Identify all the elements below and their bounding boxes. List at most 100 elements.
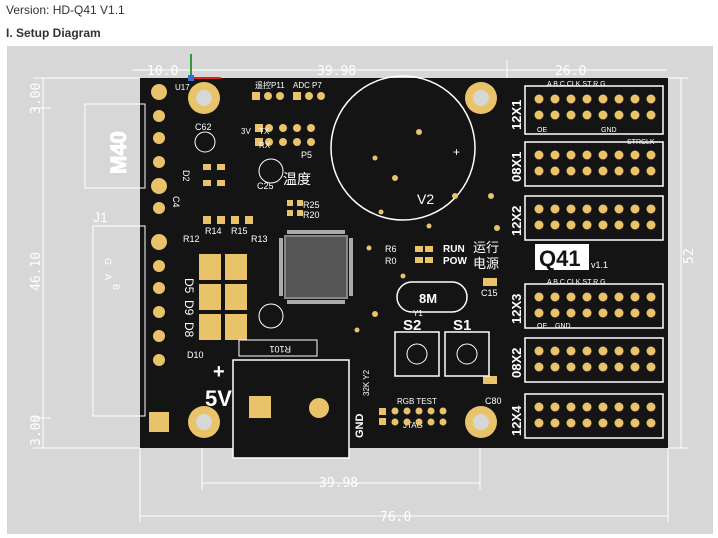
hub-pin [646, 292, 656, 302]
hub-pin [582, 292, 592, 302]
d8-label: D8 [182, 322, 196, 338]
hub-pin [566, 418, 576, 428]
smd-components [203, 164, 497, 384]
r25-label: R25 [303, 200, 320, 210]
hub-pin [646, 204, 656, 214]
hub-pin [550, 418, 560, 428]
hub-pin [646, 150, 656, 160]
jtag-pins [379, 407, 447, 426]
hub-pin [614, 110, 624, 120]
hub-pin [566, 402, 576, 412]
hub-pin [646, 346, 656, 356]
r14-label: R14 [205, 226, 222, 236]
cn-temp-label: 温度 [283, 171, 311, 187]
hub-pin [582, 418, 592, 428]
hub-pin [566, 346, 576, 356]
mcu-chip [284, 235, 348, 299]
hub-pin [582, 308, 592, 318]
wifi-module-label: M40 [106, 131, 131, 174]
hub-pin [566, 362, 576, 372]
r101-label: R101 [269, 344, 291, 354]
hub-pin [630, 402, 640, 412]
rgb-test-label: RGB TEST [397, 397, 437, 406]
dim-top-mid: 39.98 [317, 64, 356, 79]
j1-pin-b: B [111, 284, 121, 290]
hub-pin [582, 110, 592, 120]
hub-pin [646, 402, 656, 412]
hub-pin [534, 292, 544, 302]
hub-pin [550, 166, 560, 176]
r20-label: R20 [303, 210, 320, 220]
hub-pin [646, 362, 656, 372]
d9-label: D9 [182, 300, 196, 316]
hub-pin [598, 292, 608, 302]
r13-label: R13 [251, 234, 268, 244]
gnd-label: GND [354, 414, 366, 439]
hub-pin [534, 94, 544, 104]
port-08x1-label: 08X1 [509, 152, 524, 182]
power-pin-2 [309, 398, 329, 418]
button-s2-cap [406, 343, 428, 365]
hub-pin [550, 110, 560, 120]
hub-pin [582, 204, 592, 214]
j1-label: J1 [93, 209, 108, 225]
mounting-holes [188, 82, 497, 438]
run-led-label: RUN [443, 244, 465, 255]
hub-pin [566, 110, 576, 120]
port-12x3-label: 12X3 [509, 294, 524, 324]
hub-pin [646, 110, 656, 120]
port-08x2-label: 08X2 [509, 348, 524, 378]
power-plus-icon: + [213, 361, 225, 383]
hub-pin [630, 292, 640, 302]
j1-outline [92, 225, 146, 417]
hub-pin [614, 362, 624, 372]
r12-label: R12 [183, 234, 200, 244]
button-s1-label: S1 [453, 317, 471, 334]
battery-outline [330, 75, 476, 221]
hub-pin [646, 220, 656, 230]
hub-pin [534, 204, 544, 214]
hub-pin [582, 346, 592, 356]
hub-pin [598, 110, 608, 120]
hub-pin [630, 150, 640, 160]
capacitor-c62 [194, 131, 216, 153]
pcb-drawing: 10.0 39.98 26.0 3.00 46.10 3.00 52 39.98… [29, 54, 697, 525]
p5-label: P5 [301, 150, 312, 160]
hub-pin [566, 308, 576, 318]
hub-pin [582, 94, 592, 104]
r0-label: R0 [385, 256, 397, 266]
r15-label: R15 [231, 226, 248, 236]
diode-r101-outline [238, 339, 318, 357]
setup-diagram: 10.0 39.98 26.0 3.00 46.10 3.00 52 39.98… [7, 46, 713, 534]
dim-bottom-total: 76.0 [380, 510, 411, 525]
hub-pin [566, 220, 576, 230]
hub-pin [598, 402, 608, 412]
hub-pin [566, 94, 576, 104]
crystal-outline [396, 281, 468, 313]
power-label: 5V [205, 386, 232, 411]
port4-pin-labels: A B C CLK ST R G [547, 279, 606, 286]
hub-pin [550, 402, 560, 412]
c80-label: C80 [485, 396, 502, 406]
hub-port-pins [534, 94, 656, 428]
button-s1-cap [456, 343, 478, 365]
hub-pin [582, 150, 592, 160]
hub-pin [630, 166, 640, 176]
crystal-ref: Y1 [413, 309, 423, 318]
port-12x2-label: 12X2 [509, 206, 524, 236]
hub-pin [598, 204, 608, 214]
c4-label: C4 [171, 196, 181, 208]
board-vias [354, 129, 500, 333]
hub-pin [550, 94, 560, 104]
hub-pin [630, 346, 640, 356]
hub-pin [646, 166, 656, 176]
v3-label: 3V [241, 127, 251, 136]
dim-left-bottom: 3.00 [29, 415, 44, 446]
button-s2-outline [394, 331, 440, 377]
r6-label: R6 [385, 244, 397, 254]
hub-pin [614, 346, 624, 356]
dimension-lines [33, 60, 688, 522]
battery-plus-icon: + [453, 145, 460, 159]
jp-mark-label: 遥控 [255, 80, 271, 90]
hub-pin [614, 220, 624, 230]
